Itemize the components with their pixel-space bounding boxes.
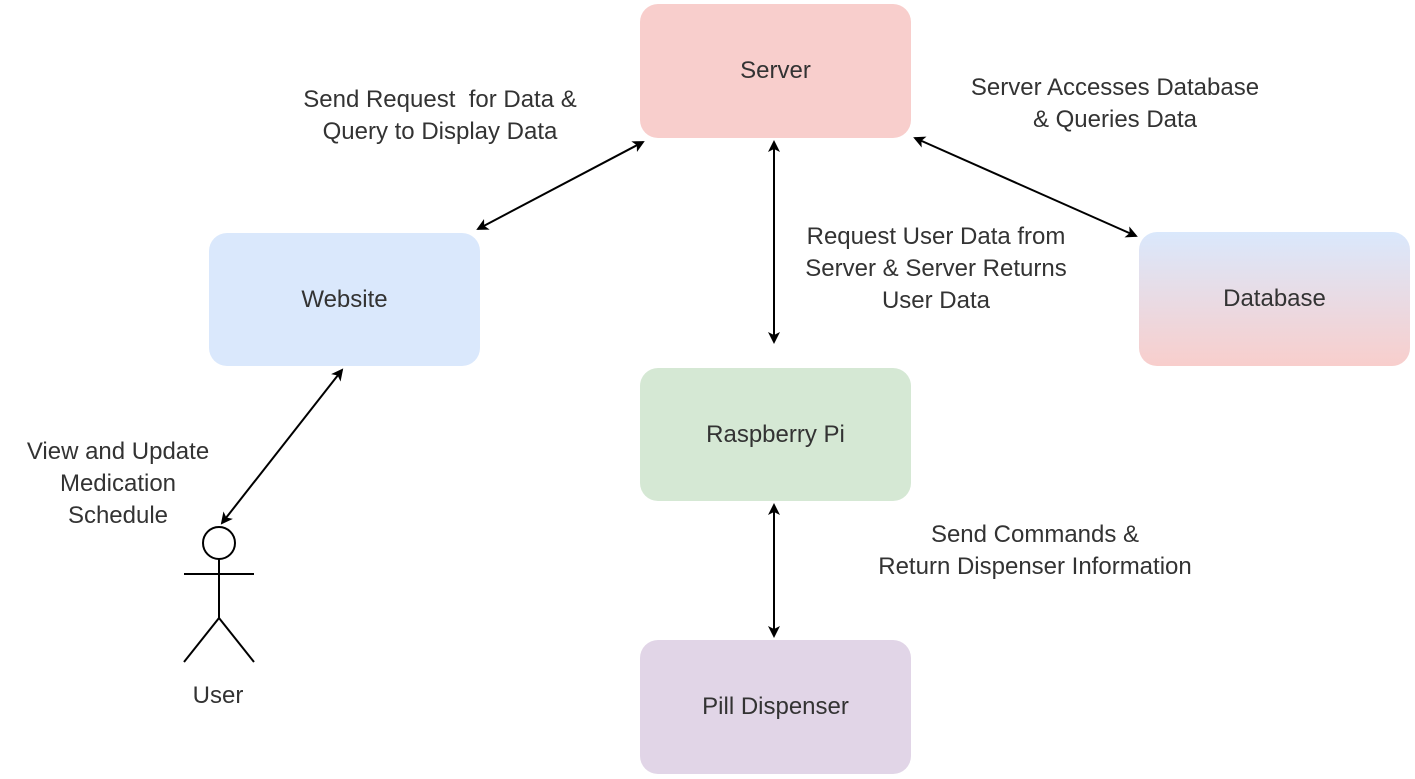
edge-label-user-website: View and Update Medication Schedule bbox=[26, 438, 210, 529]
raspberry-pi-node: Raspberry Pi bbox=[640, 368, 911, 501]
edge-website-server bbox=[476, 141, 645, 230]
pill-dispenser-label: Pill Dispenser bbox=[702, 693, 849, 720]
website-node: Website bbox=[209, 233, 480, 366]
database-label: Database bbox=[1223, 285, 1326, 312]
pill-dispenser-node: Pill Dispenser bbox=[640, 640, 911, 774]
edge-user-website bbox=[220, 368, 344, 525]
server-node: Server bbox=[640, 4, 911, 138]
user-actor-label: User bbox=[192, 682, 244, 709]
database-node: Database bbox=[1139, 232, 1410, 366]
website-label: Website bbox=[301, 285, 388, 313]
edge-label-raspberry-dispenser: Send Commands & Return Dispenser Informa… bbox=[878, 521, 1192, 580]
edge-label-raspberry-server: Request User Data from Server & Server R… bbox=[805, 223, 1067, 314]
raspberry-pi-label: Raspberry Pi bbox=[706, 420, 845, 448]
edge-label-website-server: Send Request for Data & Query to Display… bbox=[303, 86, 577, 145]
server-label: Server bbox=[740, 57, 811, 84]
edge-server-database bbox=[913, 136, 1138, 238]
user-actor-icon bbox=[183, 526, 255, 663]
edge-label-server-database: Server Accesses Database & Queries Data bbox=[970, 74, 1260, 133]
